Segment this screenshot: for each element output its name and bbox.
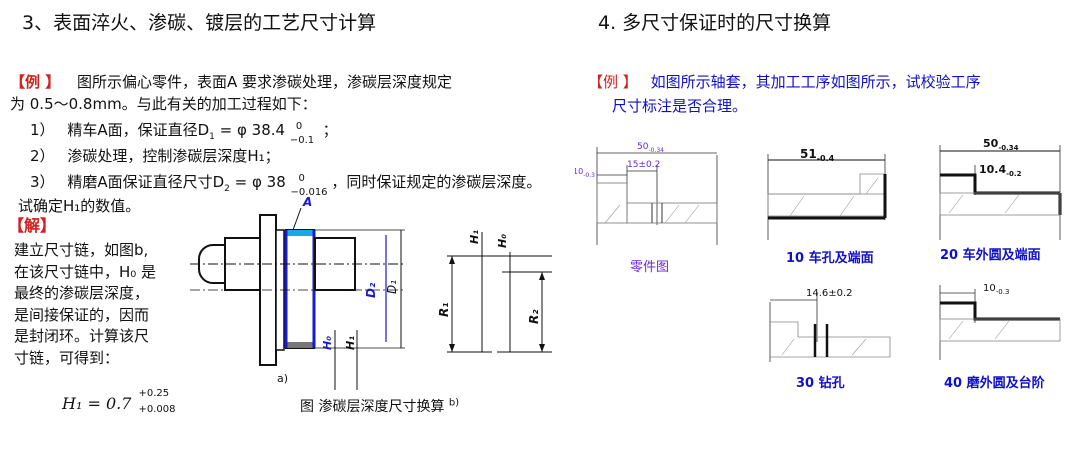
figure-b-chain: R₁ R₂ H₁ H₀: [437, 230, 552, 353]
op10-caption: 10 车孔及端面: [786, 251, 874, 266]
right-example-line-1: 如图所示轴套，其加工工序如图所示，试校验工序: [650, 73, 981, 91]
label-a: A: [302, 195, 312, 209]
figure-caption-text: 图 渗碳层深度尺寸换算: [300, 399, 445, 415]
step-3-value: = φ 38: [234, 173, 286, 191]
part-dim-10: 10-0.3: [575, 167, 595, 179]
figure-caption: 图 渗碳层深度尺寸换算 b): [300, 396, 459, 416]
step-2-text: 渗碳处理，控制渗碳层深度H₁；: [67, 147, 280, 165]
solution-line: 是封闭环。计算该尺: [14, 327, 150, 345]
step-3-end: ，同时保证规定的渗碳层深度。: [331, 173, 542, 191]
result-tol-upper: +0.25: [138, 387, 170, 399]
right-example: 【例 】 如图所示轴套，其加工工序如图所示，试校验工序: [588, 72, 981, 92]
solution-tag: 【解】: [8, 216, 57, 235]
right-section-title: 4. 多尺寸保证时的尺寸换算: [598, 12, 832, 34]
op30-caption: 30 钻孔: [796, 376, 845, 391]
label-h0-chain: H₀: [496, 234, 509, 248]
step-3-text: 精磨A面保证直径尺寸D: [67, 173, 225, 191]
part-caption: 零件图: [630, 260, 670, 275]
op40-caption: 40 磨外圆及台阶: [944, 376, 1045, 391]
label-r2: R₂: [527, 309, 541, 324]
solution-line: 是间接保证的，因而: [14, 305, 150, 324]
solution-text: 建立尺寸链，如图b, 在该尺寸链中，H₀ 是 最终的渗碳层深度， 是间接保证的，…: [14, 240, 156, 369]
step-3-number: 3）: [30, 173, 55, 191]
solution-line: 建立尺寸链，如图b,: [14, 241, 149, 259]
solution-line: 在该尺寸链中，H₀ 是: [14, 262, 157, 281]
result-tol-lower: +0.008: [138, 403, 176, 415]
figure-b-label: b): [448, 397, 460, 409]
label-d1: D₁: [385, 280, 399, 294]
example-paragraph: 【例 】 图所示偏心零件，表面A 要求渗碳处理，渗碳层深度规定: [10, 72, 452, 92]
label-r1: R₁: [437, 303, 451, 318]
step-3: 3） 精磨A面保证直径尺寸D2 = φ 38 0 −0.016 ，同时保证规定的…: [30, 172, 541, 199]
example-tag: 【例 】: [10, 73, 61, 91]
intro-line-1: 图所示偏心零件，表面A 要求渗碳处理，渗碳层深度规定: [77, 73, 453, 91]
step-2-number: 2）: [30, 147, 55, 165]
right-example-tag: 【例 】: [588, 73, 638, 91]
result-formula: H₁ = 0.7 +0.25 +0.008: [62, 388, 176, 415]
op30-drawing: 14.6±0.2: [769, 288, 891, 362]
step-1-value: = φ 38.4: [219, 121, 286, 139]
step-1-tol-upper: 0: [295, 120, 303, 132]
step-1: 1） 精车A面，保证直径D1 = φ 38.4 0 −0.1 ；: [30, 120, 338, 147]
step-3-tol-lower: −0.016: [290, 186, 328, 198]
result-value: H₁ = 0.7: [62, 394, 132, 413]
label-h0: H₀: [321, 336, 334, 350]
solution-line: 最终的渗碳层深度，: [14, 284, 150, 302]
op40-dim: 10-0.3: [983, 283, 1009, 296]
label-d2: D₂: [364, 282, 378, 298]
op30-dim: 14.6±0.2: [806, 288, 853, 299]
right-example-line-2: 尺寸标注是否合理。: [612, 97, 748, 115]
step-1-number: 1）: [30, 121, 55, 139]
step-1-text: 精车A面，保证直径D: [67, 121, 210, 139]
op20-dim-10: 10.4-0.2: [979, 163, 1022, 178]
step-3-tol-upper: 0: [298, 172, 305, 184]
label-h1: H₁: [344, 336, 357, 350]
step-2: 2） 渗碳处理，控制渗碳层深度H₁；: [30, 146, 280, 166]
op10-dim: 51-0.4: [800, 147, 835, 163]
op40-drawing: 10-0.3: [939, 283, 1061, 360]
part-drawing: 50-0.34 10-0.3 15±0.2: [575, 142, 718, 245]
figure-a-part: D₂ D₁ A H₀ H₁ a): [190, 195, 405, 390]
part-dim-15: 15±0.2: [627, 160, 660, 170]
label-h1-chain: H₁: [468, 230, 481, 244]
op10-drawing: 51-0.4: [767, 147, 887, 240]
left-section-title: 3、表面淬火、渗碳、镀层的工艺尺寸计算: [22, 12, 377, 34]
op20-drawing: 50-0.34 10.4-0.2: [939, 137, 1062, 240]
intro-line-2: 为 0.5～0.8mm。与此有关的加工过程如下：: [10, 95, 317, 113]
part-dim-50: 50-0.34: [637, 142, 664, 154]
op20-dim-50: 50-0.34: [983, 137, 1019, 152]
op20-caption: 20 车外圆及端面: [940, 248, 1041, 263]
step-3-line-2: 试确定H₁的数值。: [18, 197, 141, 215]
figure-a-label: a): [277, 372, 288, 385]
step-1-tol-lower: −0.1: [289, 134, 315, 146]
step-1-end: ；: [322, 121, 338, 139]
solution-line: 寸链，可得到：: [14, 348, 120, 367]
